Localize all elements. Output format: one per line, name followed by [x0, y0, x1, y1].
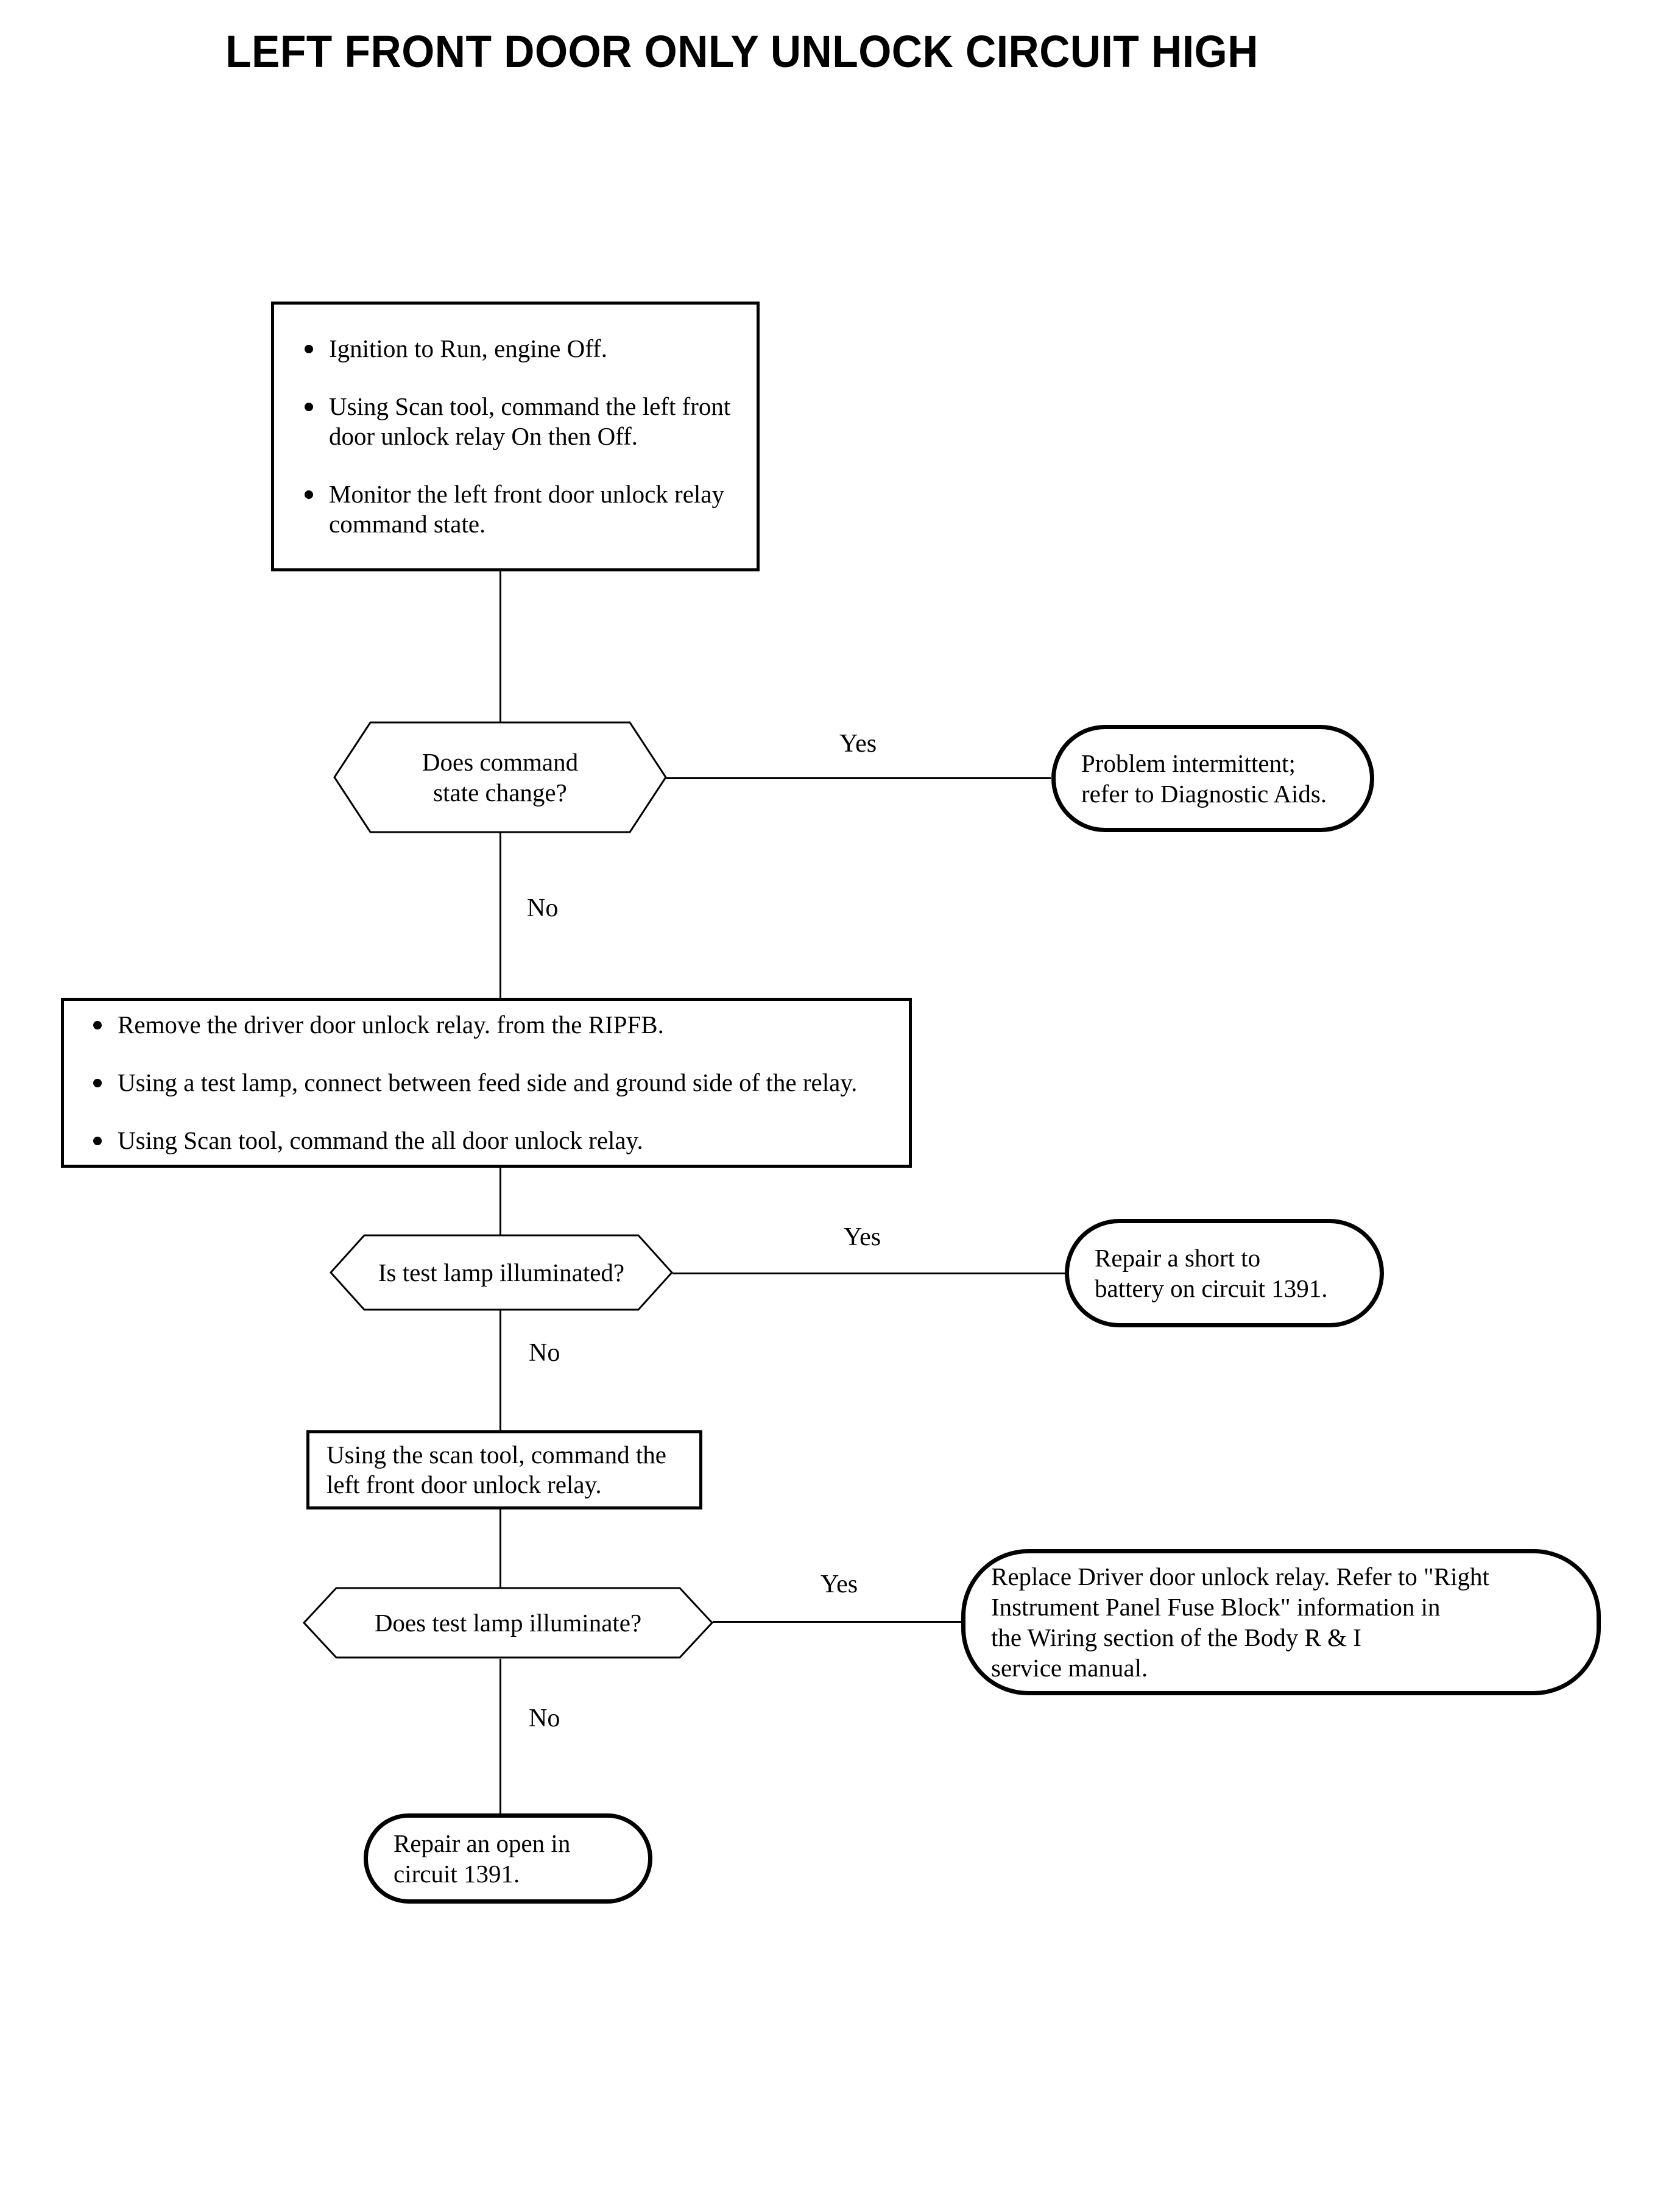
edge-label-yes-1: Yes [839, 730, 877, 758]
terminal2-line-1: Repair a short to [1095, 1243, 1261, 1272]
step3-text: Using the scan tool, command the left fr… [316, 1440, 693, 1500]
terminal2-text: Repair a short to battery on circuit 139… [1069, 1243, 1344, 1304]
connector-step1-to-decision1 [499, 571, 501, 724]
decision-is-test-lamp-illuminated: Is test lamp illuminated? [330, 1235, 672, 1310]
step1-bullet-list: Ignition to Run, engine Off. Using Scan … [291, 334, 739, 540]
decision3-text: Does test lamp illuminate? [303, 1608, 713, 1638]
edge-label-no-2: No [529, 1339, 560, 1367]
hexagon-shape [334, 722, 666, 833]
terminal3-line-2: Instrument Panel Fuse Block" information… [991, 1592, 1441, 1621]
list-item: Ignition to Run, engine Off. [291, 334, 739, 364]
terminal3-line-4: service manual. [991, 1654, 1148, 1682]
terminal-problem-intermittent: Problem intermittent; refer to Diagnosti… [1051, 725, 1374, 832]
terminal4-text: Repair an open in circuit 1391. [368, 1828, 586, 1889]
edge-label-yes-2: Yes [844, 1223, 881, 1251]
decision2-line-1: Is test lamp illuminated? [378, 1258, 625, 1287]
connector-decision1-no-to-step2 [499, 797, 501, 999]
step3-line-1: Using the scan tool, command the [326, 1440, 666, 1469]
process-step-3: Using the scan tool, command the left fr… [306, 1430, 702, 1509]
edge-label-no-3: No [529, 1704, 560, 1732]
terminal3-line-3: the Wiring section of the Body R & I [991, 1623, 1361, 1651]
hexagon-shape [303, 1587, 713, 1658]
terminal1-line-2: refer to Diagnostic Aids. [1081, 780, 1327, 808]
list-item: Monitor the left front door unlock relay… [291, 479, 739, 539]
connector-decision3-yes-to-terminal3 [711, 1621, 961, 1623]
process-step-1: Ignition to Run, engine Off. Using Scan … [271, 302, 760, 571]
terminal2-line-2: battery on circuit 1391. [1095, 1274, 1328, 1302]
terminal-repair-short-to-battery: Repair a short to battery on circuit 139… [1065, 1219, 1384, 1327]
list-item: Remove the driver door unlock relay. fro… [80, 1010, 893, 1040]
connector-decision1-yes-to-terminal1 [666, 777, 1051, 779]
list-item: Using a test lamp, connect between feed … [80, 1068, 893, 1098]
decision-does-test-lamp-illuminate: Does test lamp illuminate? [303, 1587, 713, 1658]
process-step-2: Remove the driver door unlock relay. fro… [61, 998, 912, 1168]
terminal-replace-driver-door-unlock-relay: Replace Driver door unlock relay. Refer … [961, 1549, 1601, 1695]
decision1-line-1: Does command [422, 747, 579, 776]
terminal1-line-1: Problem intermittent; [1081, 749, 1296, 777]
terminal-repair-open-circuit: Repair an open in circuit 1391. [364, 1813, 652, 1904]
connector-decision2-yes-to-terminal2 [671, 1273, 1065, 1274]
terminal3-line-1: Replace Driver door unlock relay. Refer … [991, 1562, 1489, 1590]
decision3-line-1: Does test lamp illuminate? [374, 1608, 642, 1637]
hexagon-shape [330, 1235, 672, 1310]
step2-bullet-list: Remove the driver door unlock relay. fro… [80, 1010, 893, 1156]
list-item: Using Scan tool, command the all door un… [80, 1126, 893, 1156]
list-item: Using Scan tool, command the left front … [291, 392, 739, 451]
terminal4-line-1: Repair an open in [394, 1829, 571, 1857]
connector-decision3-no-to-terminal4 [499, 1659, 501, 1815]
decision-does-command-state-change: Does command state change? [334, 722, 666, 833]
decision1-line-2: state change? [433, 778, 567, 807]
decision1-text: Does command state change? [334, 747, 666, 808]
decision2-text: Is test lamp illuminated? [330, 1257, 672, 1288]
page-title: LEFT FRONT DOOR ONLY UNLOCK CIRCUIT HIGH [225, 26, 1258, 77]
terminal4-line-2: circuit 1391. [394, 1860, 520, 1888]
connector-step3-to-decision3 [499, 1509, 501, 1589]
terminal1-text: Problem intermittent; refer to Diagnosti… [1056, 748, 1343, 809]
connector-decision2-no-to-step3 [499, 1308, 501, 1430]
edge-label-no-1: No [527, 894, 559, 922]
terminal3-text: Replace Driver door unlock relay. Refer … [965, 1561, 1505, 1683]
connector-step2-to-decision2 [499, 1168, 501, 1237]
step3-line-2: left front door unlock relay. [326, 1470, 602, 1499]
edge-label-yes-3: Yes [821, 1570, 858, 1598]
